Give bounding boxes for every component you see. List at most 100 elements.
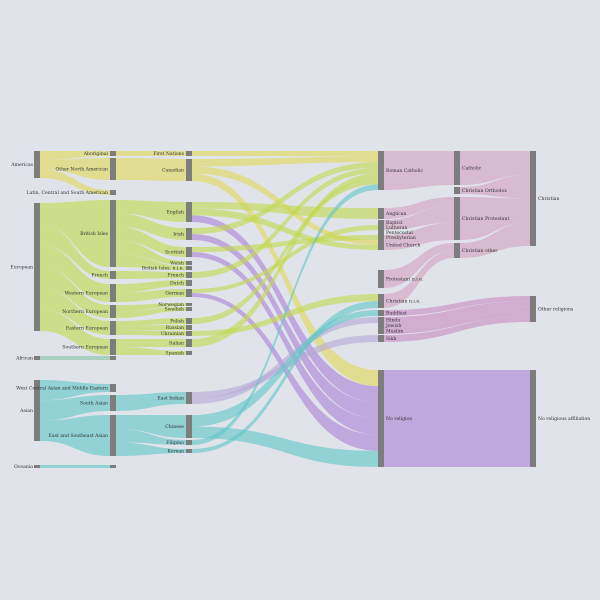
label-noaff: No religious affiliation <box>538 416 590 422</box>
node-eastindian[interactable] <box>186 392 192 404</box>
label-lutheran: Lutheran <box>386 225 407 231</box>
node-united[interactable] <box>378 240 384 250</box>
node-pentecostal[interactable] <box>378 230 384 235</box>
node-hindu[interactable] <box>378 317 384 323</box>
node-scottish[interactable] <box>186 247 192 257</box>
node-western[interactable] <box>110 284 116 302</box>
node-canadian[interactable] <box>186 159 192 181</box>
label-pentecostal: Pentecostal <box>386 230 413 236</box>
node-oceania_r[interactable] <box>110 465 116 468</box>
flow-southern-to-spanish <box>116 347 186 355</box>
flow-anglican-to-protestant <box>384 197 454 219</box>
sankey-links <box>40 151 530 468</box>
node-seasia[interactable] <box>110 415 116 456</box>
node-baptist[interactable] <box>378 220 384 225</box>
node-chinese[interactable] <box>186 415 192 438</box>
label-southasia: South Asian <box>80 401 108 407</box>
node-german[interactable] <box>186 289 192 297</box>
node-lutheran[interactable] <box>378 225 384 230</box>
node-noaff[interactable] <box>530 370 536 467</box>
node-irish[interactable] <box>186 228 192 240</box>
flow-africa-to-african <box>40 356 110 360</box>
flow-muslim-to-otherrel <box>384 311 530 334</box>
label-jewish: Jewish <box>385 323 401 329</box>
flow-europe-to-eastern <box>40 288 110 335</box>
flow-western-to-german <box>116 289 186 302</box>
node-protnie[interactable] <box>378 270 384 288</box>
node-muslim[interactable] <box>378 328 384 334</box>
flow-christother-to-christian <box>460 222 530 258</box>
node-christnie[interactable] <box>378 294 384 308</box>
label-german: German <box>165 291 184 297</box>
node-russian[interactable] <box>186 325 192 330</box>
sankey-nodes <box>34 151 536 468</box>
node-wcasia[interactable] <box>110 384 116 392</box>
node-christother[interactable] <box>454 243 460 258</box>
flow-sikh-to-otherrel <box>384 316 530 342</box>
flow-scottish-to-norel <box>192 252 378 435</box>
flow-northern-to-swedish <box>116 307 186 318</box>
flow-english-to-norel <box>192 215 378 403</box>
node-europe[interactable] <box>34 203 40 331</box>
node-southern[interactable] <box>110 339 116 355</box>
node-filipino[interactable] <box>186 440 192 445</box>
flow-korean-to-christnie <box>192 301 378 453</box>
flow-norel-to-noaff <box>384 370 530 467</box>
node-southasia[interactable] <box>110 395 116 411</box>
node-british[interactable] <box>110 200 116 267</box>
flow-filipino-to-rc <box>192 184 378 445</box>
flow-europe-to-northern <box>40 267 110 318</box>
node-latin[interactable] <box>110 190 116 195</box>
node-african[interactable] <box>110 356 116 360</box>
node-ukrainian[interactable] <box>186 331 192 336</box>
node-oceania[interactable] <box>34 465 40 468</box>
node-buddhist[interactable] <box>378 310 384 316</box>
flow-americas-to-aboriginal <box>40 151 110 160</box>
label-protestant: Christian Protestant <box>462 216 509 222</box>
label-french: French <box>91 273 108 279</box>
node-italian[interactable] <box>186 339 192 347</box>
node-africa[interactable] <box>34 356 40 360</box>
flow-british-to-brit_nie <box>116 253 186 270</box>
node-jewish[interactable] <box>378 323 384 328</box>
node-catholic[interactable] <box>454 151 460 185</box>
node-orthodox[interactable] <box>454 187 460 194</box>
label-swedish: Swedish <box>164 307 184 313</box>
flow-europe-to-southern <box>40 309 110 355</box>
node-northern[interactable] <box>110 305 116 318</box>
node-brit_nie[interactable] <box>186 266 192 270</box>
node-swedish[interactable] <box>186 307 192 311</box>
node-rc[interactable] <box>378 151 384 190</box>
node-protestant[interactable] <box>454 197 460 240</box>
label-europe: European <box>10 265 33 271</box>
node-other_na[interactable] <box>110 158 116 180</box>
node-welsh[interactable] <box>186 261 192 265</box>
node-aboriginal[interactable] <box>110 151 116 156</box>
node-asia[interactable] <box>34 380 40 441</box>
node-polish[interactable] <box>186 318 192 324</box>
node-korean[interactable] <box>186 449 192 453</box>
node-norel[interactable] <box>378 370 384 467</box>
node-eastern[interactable] <box>110 321 116 335</box>
node-norwegian[interactable] <box>186 303 192 306</box>
node-first[interactable] <box>186 151 192 156</box>
flow-eastern-to-ukrainian <box>116 330 186 336</box>
label-first: First Nations <box>153 151 184 157</box>
flow-presbyterian-to-protestant <box>384 222 454 240</box>
node-spanish[interactable] <box>186 351 192 355</box>
label-buddhist: Buddhist <box>386 311 407 317</box>
node-christian[interactable] <box>530 151 536 246</box>
node-french_o[interactable] <box>186 272 192 278</box>
node-english[interactable] <box>186 202 192 222</box>
flow-seasia-to-chinese <box>116 415 186 438</box>
flow-catholic-to-christian <box>460 151 530 185</box>
node-dutch[interactable] <box>186 280 192 286</box>
node-otherrel[interactable] <box>530 296 536 322</box>
node-french[interactable] <box>110 271 116 279</box>
label-canadian: Canadian <box>162 168 184 174</box>
node-presbyterian[interactable] <box>378 235 384 240</box>
node-americas[interactable] <box>34 151 40 178</box>
node-sikh[interactable] <box>378 335 384 342</box>
node-anglican[interactable] <box>378 208 384 219</box>
flow-seasia-to-korean <box>116 442 186 456</box>
